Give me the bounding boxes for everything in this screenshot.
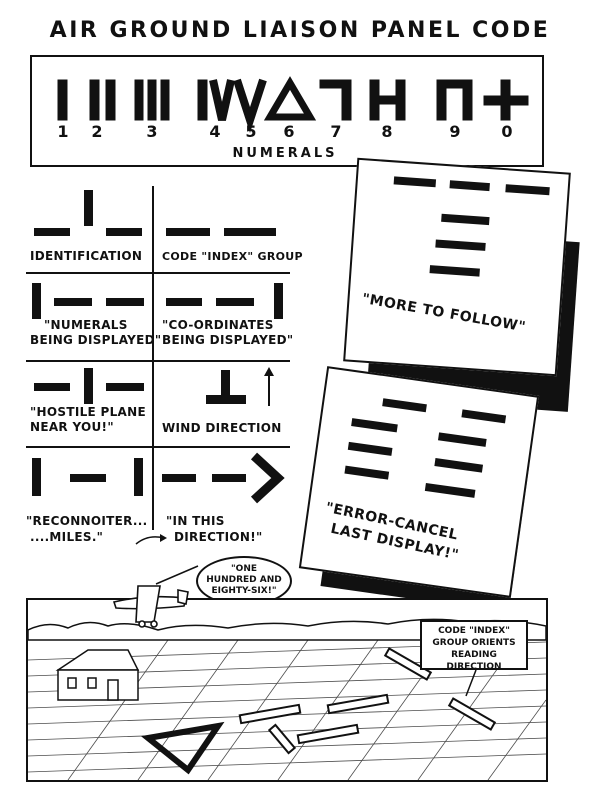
- panel-bar: [70, 474, 106, 482]
- numerals-caption: NUMERALS: [232, 146, 338, 161]
- panel-bar: [224, 228, 276, 236]
- numeral-label: 7: [330, 122, 342, 141]
- numerals-displayed-label: "NUMERALS: [44, 318, 128, 332]
- panel-bar: [505, 184, 550, 196]
- panel-bar: [162, 474, 196, 482]
- panel-bar: [221, 370, 230, 400]
- numeral-4-glyph: [197, 79, 235, 121]
- bubble-text: EIGHTY-SIX!": [211, 586, 277, 596]
- panel-bar: [166, 228, 210, 236]
- grid-divider-vertical: [152, 186, 154, 530]
- panel-bar: [106, 383, 144, 391]
- wind-direction-label: WIND DIRECTION: [162, 421, 282, 435]
- panel-bar: [54, 298, 92, 306]
- panel-bar: [166, 298, 202, 306]
- panel-bar: [382, 398, 427, 413]
- numeral-3-glyph: [134, 79, 170, 121]
- in-this-direction-label: DIRECTION!": [174, 530, 263, 544]
- direction-chevron-icon: [250, 452, 285, 504]
- panel-bar: [347, 441, 393, 456]
- numeral-label: 5: [245, 122, 257, 141]
- more-to-follow-card: "MORE TO FOLLOW": [343, 157, 571, 377]
- panel-bar: [351, 418, 398, 433]
- airplane-icon: [112, 585, 189, 628]
- panel-bar: [461, 409, 507, 424]
- grid-divider: [26, 360, 290, 362]
- reconnoiter-label: "RECONNOITER...: [26, 514, 148, 528]
- numeral-label: 0: [501, 122, 513, 141]
- panel-bar: [437, 432, 487, 447]
- numeral-7-glyph: [319, 79, 352, 121]
- numeral-8-glyph: [369, 79, 406, 121]
- numeral-9-glyph: [436, 79, 473, 121]
- panel-bar: [212, 474, 246, 482]
- panel-bar: [84, 368, 93, 404]
- numeral-1-glyph: [57, 79, 68, 121]
- more-to-follow-label: "MORE TO FOLLOW": [360, 290, 527, 336]
- numerals-displayed-label: BEING DISPLAYED": [30, 333, 162, 347]
- panel-bar: [216, 298, 254, 306]
- panel-bar: [441, 213, 490, 226]
- panel-bar: [435, 239, 486, 251]
- numeral-label: 8: [381, 122, 393, 141]
- in-this-direction-label: "IN THIS: [166, 514, 225, 528]
- panel-bar: [344, 465, 390, 480]
- panel-bar: [449, 180, 490, 192]
- panel-bar: [34, 383, 70, 391]
- numeral-5-glyph: [233, 78, 267, 133]
- panel-bar: [106, 228, 142, 236]
- pointer-arrow-icon: [135, 534, 167, 545]
- panel-bar: [424, 482, 476, 498]
- numeral-0-glyph: [483, 79, 529, 121]
- numeral-glyphs: [57, 76, 529, 133]
- numeral-label: 3: [146, 122, 158, 141]
- bubble-text: "ONE: [230, 564, 258, 574]
- panel-bar: [393, 176, 437, 188]
- panel-bar: [32, 283, 41, 319]
- bubble-pointer: [155, 565, 199, 585]
- farmhouse: [55, 649, 140, 701]
- panel-bar: [134, 458, 143, 496]
- panel-bar: [84, 190, 93, 226]
- hostile-plane-label: NEAR YOU!": [30, 420, 114, 434]
- numeral-label: 4: [209, 122, 221, 141]
- numeral-label: 6: [283, 122, 295, 141]
- coordinates-displayed-label: BEING DISPLAYED": [162, 333, 294, 347]
- panel-bar: [429, 265, 480, 277]
- bubble-text: HUNDRED AND: [206, 575, 282, 585]
- numerals-panel: [30, 55, 544, 167]
- page-title: AIR GROUND LIAISON PANEL CODE: [49, 18, 551, 43]
- coordinates-displayed-label: "CO-ORDINATES: [162, 318, 274, 332]
- numeral-label: 1: [57, 122, 69, 141]
- panel-bar: [106, 298, 144, 306]
- panel-bar: [434, 458, 484, 473]
- hostile-plane-label: "HOSTILE PLANE: [30, 405, 146, 419]
- identification-label: IDENTIFICATION: [30, 249, 143, 263]
- panel-bar: [34, 228, 70, 236]
- reconnoiter-label: ....MILES.": [30, 530, 104, 544]
- panel-bar: [274, 283, 283, 319]
- code-index-group-label: CODE "INDEX" GROUP: [162, 250, 303, 263]
- numeral-2-glyph: [89, 79, 116, 121]
- callout-text: READING DIRECTION: [446, 650, 502, 672]
- callout-text: GROUP ORIENTS: [432, 638, 516, 648]
- callout-text: CODE "INDEX": [438, 626, 510, 636]
- numeral-6-glyph: [263, 76, 317, 121]
- index-group-callout: CODE "INDEX" GROUP ORIENTS READING DIREC…: [420, 620, 528, 672]
- grid-divider: [26, 446, 290, 448]
- numeral-label: 2: [91, 122, 103, 141]
- wind-arrow-icon: [264, 367, 274, 406]
- panel-bar: [32, 458, 41, 496]
- grid-divider: [26, 272, 290, 274]
- numeral-label: 9: [449, 122, 461, 141]
- error-cancel-card: "ERROR-CANCEL LAST DISPLAY!": [298, 366, 540, 598]
